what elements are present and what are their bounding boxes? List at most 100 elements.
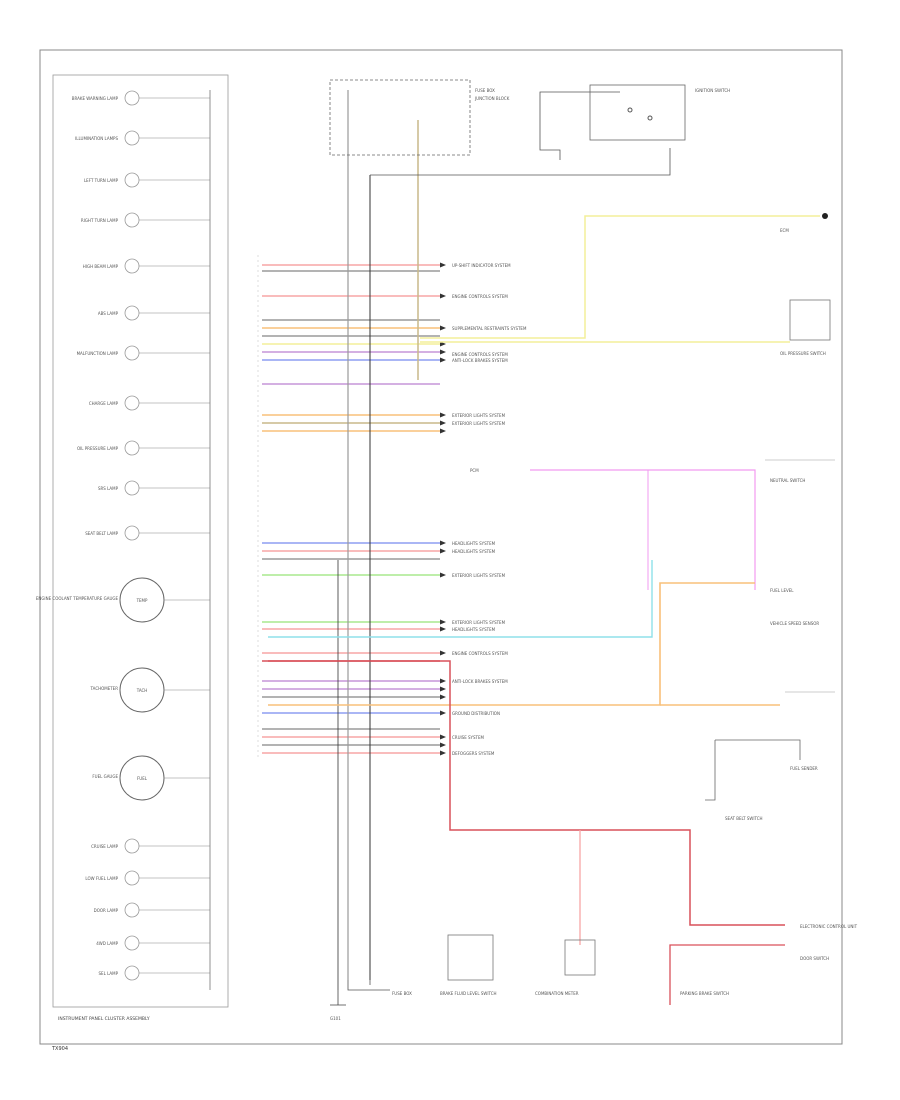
- oil-pressure-box: [789, 299, 831, 341]
- cluster-item-label: TACHOMETER: [90, 686, 119, 691]
- cluster-item-label: SRS LAMP: [98, 486, 119, 491]
- arrow-icon: [440, 412, 446, 418]
- gauge-label: FUEL: [137, 776, 148, 781]
- component-label: PCM: [470, 468, 479, 473]
- ignition-switch-label: IGNITION SWITCH: [695, 88, 730, 93]
- gauge-label: TEMP: [136, 598, 148, 603]
- wire-destination-label: HEADLIGHTS SYSTEM: [452, 627, 496, 632]
- lamp-icon: [124, 965, 140, 981]
- arrow-icon: [440, 678, 446, 684]
- component-label: FUSE BOX: [392, 991, 412, 996]
- arrow-icon: [440, 710, 446, 716]
- orange-wire: [268, 582, 755, 706]
- cluster-item-label: HIGH BEAM LAMP: [83, 264, 119, 269]
- combination-box: [564, 939, 596, 976]
- fuel-sender-label: FUEL SENDER: [790, 766, 818, 771]
- wire-destination-label: ANTI-LOCK BRAKES SYSTEM: [452, 358, 508, 363]
- lamp-icon: [124, 838, 140, 854]
- arrow-icon: [440, 619, 446, 625]
- wire-destination-label: EXTERIOR LIGHTS SYSTEM: [452, 421, 506, 426]
- lamp-icon: [124, 395, 140, 411]
- arrow-icon: [440, 428, 446, 434]
- arrow-icon: [440, 626, 446, 632]
- wire-group: UP-SHIFT INDICATOR SYSTEM ENGINE CONTROLS…: [257, 255, 527, 760]
- footer-code: TX904: [51, 1046, 68, 1052]
- cluster-item-label: LEFT TURN LAMP: [84, 178, 119, 183]
- wire-destination-label: DEFOGGERS SYSTEM: [452, 751, 495, 756]
- wire-destination-label: GROUND DISTRIBUTION: [452, 711, 500, 716]
- red-wire-3: [669, 944, 785, 1005]
- cluster-item-label: ABS LAMP: [98, 311, 119, 316]
- wire-destination-label: EXTERIOR LIGHTS SYSTEM: [452, 413, 506, 418]
- brake-fluid-box: [447, 934, 494, 981]
- wire-destination-label: CRUISE SYSTEM: [452, 735, 485, 740]
- lamp-icon: [124, 480, 140, 496]
- ground-label: G101: [330, 1016, 341, 1021]
- yellow-wire: [420, 215, 820, 339]
- lamp-icon: [124, 440, 140, 456]
- cluster-item-label: OIL PRESSURE LAMP: [77, 446, 119, 451]
- arrow-icon: [440, 686, 446, 692]
- fuse-box: [329, 79, 471, 156]
- arrow-icon: [440, 420, 446, 426]
- component-label: ELECTRONIC CONTROL UNIT: [800, 924, 858, 929]
- cluster-item-label: CHARGE LAMP: [89, 401, 119, 406]
- cluster-label: INSTRUMENT PANEL CLUSTER ASSEMBLY: [58, 1016, 150, 1022]
- cluster-item-label: DOOR LAMP: [94, 908, 119, 913]
- junction-box-label: JUNCTION BLOCK: [474, 96, 510, 101]
- lamp-icon: [124, 345, 140, 361]
- lamp-icon: [124, 90, 140, 106]
- connector-dot: [822, 213, 828, 219]
- switch-contact: [627, 107, 633, 113]
- cluster-item-label: MALFUNCTION LAMP: [77, 351, 119, 356]
- arrow-icon: [440, 262, 446, 268]
- cluster-item-label: ILLUMINATION LAMPS: [75, 136, 118, 141]
- brake-fluid-label: BRAKE FLUID LEVEL SWITCH: [440, 991, 497, 996]
- arrow-icon: [440, 548, 446, 554]
- wire-destination-label: SUPPLEMENTAL RESTRAINTS SYSTEM: [452, 326, 527, 331]
- cluster-box: [52, 74, 229, 1008]
- lamp-icon: [124, 525, 140, 541]
- arrow-icon: [440, 572, 446, 578]
- lamp-icon: [124, 130, 140, 146]
- component-label: NEUTRAL SWITCH: [770, 478, 805, 483]
- wire-destination-label: EXTERIOR LIGHTS SYSTEM: [452, 573, 506, 578]
- arrow-icon: [440, 650, 446, 656]
- wire-destination-label: HEADLIGHTS SYSTEM: [452, 541, 496, 546]
- arrow-icon: [440, 357, 446, 363]
- arrow-icon: [440, 325, 446, 331]
- wire-destination-label: ANTI-LOCK BRAKES SYSTEM: [452, 679, 508, 684]
- fuse-box-label: FUSE BOX: [475, 88, 495, 93]
- diagram-frame: [39, 49, 843, 1045]
- switch-contact: [647, 115, 653, 121]
- seat-belt-label: SEAT BELT SWITCH: [725, 816, 763, 821]
- wire-destination-label: ENGINE CONTROLS SYSTEM: [452, 352, 508, 357]
- arrow-icon: [440, 750, 446, 756]
- lamp-icon: [124, 870, 140, 886]
- fuel-level-label: FUEL LEVEL: [770, 588, 794, 593]
- wire-destination-label: EXTERIOR LIGHTS SYSTEM: [452, 620, 506, 625]
- arrow-icon: [440, 540, 446, 546]
- cluster-item-label: LOW FUEL LAMP: [85, 876, 118, 881]
- lamp-icon: [124, 305, 140, 321]
- ground-wire: [330, 990, 346, 1006]
- arrow-icon: [440, 694, 446, 700]
- cluster-item-label: SEAT BELT LAMP: [85, 531, 118, 536]
- cluster-item-label: SEL LAMP: [99, 971, 119, 976]
- parking-brake-label: PARKING BRAKE SWITCH: [680, 991, 729, 996]
- dark-red-wire: [268, 660, 785, 926]
- ignition-switch-box: [589, 84, 686, 141]
- ignition-wire: [370, 91, 671, 176]
- lamp-icon: [124, 935, 140, 951]
- cluster-group: BRAKE WARNING LAMP ILLUMINATION LAMPS LEFT…: [36, 90, 210, 981]
- cluster-item-label: BRAKE WARNING LAMP: [72, 96, 119, 101]
- wire-destination-label: UP-SHIFT INDICATOR SYSTEM: [452, 263, 511, 268]
- cluster-item-label: RIGHT TURN LAMP: [81, 218, 119, 223]
- wire-destination-label: ENGINE CONTROLS SYSTEM: [452, 294, 508, 299]
- arrow-icon: [440, 293, 446, 299]
- arrow-icon: [440, 742, 446, 748]
- component-label: ECM: [780, 228, 789, 233]
- wire-destination-label: ENGINE CONTROLS SYSTEM: [452, 651, 508, 656]
